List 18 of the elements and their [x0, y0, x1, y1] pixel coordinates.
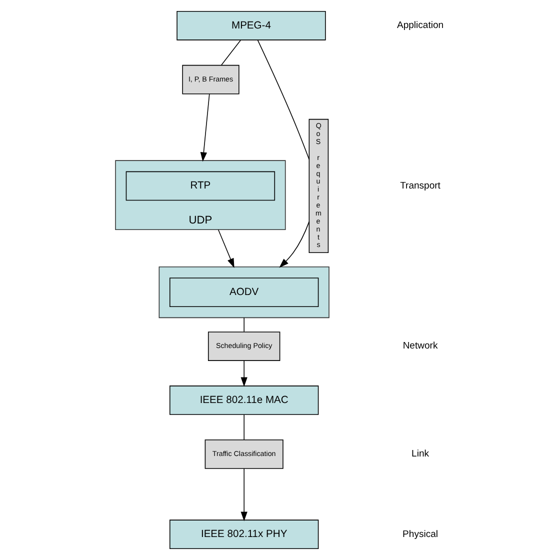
- arrow: [279, 221, 310, 268]
- arrow: [240, 468, 248, 522]
- connector: [257, 40, 310, 160]
- label: Network: [402, 340, 438, 352]
- label: Link: [412, 448, 430, 460]
- arrow: [218, 229, 234, 268]
- node-box: AODV: [169, 278, 319, 307]
- label: Application: [396, 20, 444, 32]
- arrow: [240, 360, 248, 387]
- node-box: IEEE 802.11e MAC: [169, 386, 319, 415]
- label: Physical: [402, 528, 438, 540]
- cluster: [158, 266, 330, 318]
- node-box: RTP: [126, 171, 276, 201]
- node-box: MPEG-4: [176, 10, 326, 40]
- connector: [221, 40, 241, 66]
- node-box: IEEE 802.11x PHY: [169, 520, 319, 550]
- label: Transport: [400, 180, 440, 192]
- arrow: [200, 94, 210, 162]
